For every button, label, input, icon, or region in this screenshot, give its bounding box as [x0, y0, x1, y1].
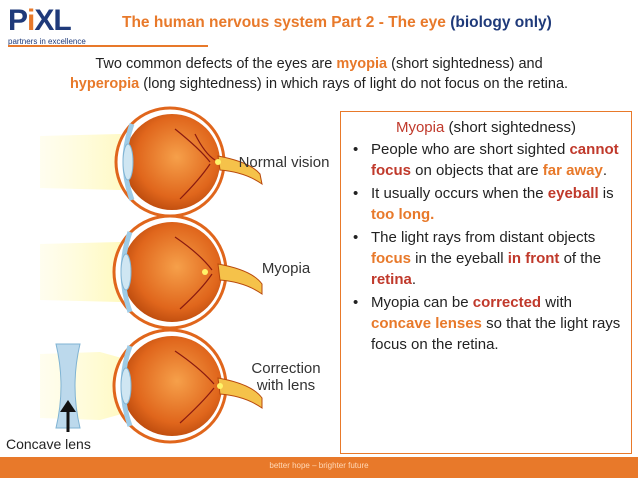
list-item: • People who are short sighted cannot foc… [349, 139, 623, 181]
myopia-bullet-list: • People who are short sighted cannot foc… [349, 139, 623, 355]
b3-t2: in the eyeball [411, 250, 508, 267]
box-title: Myopia (short sightedness) [349, 118, 623, 138]
page-title: The human nervous system Part 2 - The ey… [122, 14, 552, 32]
intro-myopia: myopia [336, 56, 388, 72]
b1-k1: cannot focus [371, 141, 619, 179]
logo-letter-p: P [8, 4, 28, 37]
logo-tagline: partners in excellence [8, 37, 86, 46]
bullet-icon: • [353, 185, 359, 202]
list-item: • The light rays from distant objects foc… [349, 227, 623, 290]
b4-t1: Myopia can be [371, 294, 473, 311]
bullet-icon: • [353, 229, 359, 246]
correction-eye-illustration [40, 328, 263, 444]
normal-eye-illustration [40, 106, 263, 218]
b4-t2: with [541, 294, 572, 311]
title-suffix: (biology only) [450, 14, 552, 31]
b4-k1: corrected [472, 294, 542, 311]
footer-tagline: better hope – brighter future [269, 461, 369, 470]
box-title-rest: (short sightedness) [444, 119, 577, 136]
footer-bar: better hope – brighter future [0, 457, 638, 478]
bullet-icon: • [353, 294, 359, 311]
up-arrow-icon [60, 400, 76, 432]
title-main: The human nervous system Part 2 - The ey… [122, 14, 451, 31]
pixl-logo: PiXL partners in excellence [8, 6, 118, 50]
intro-text-3: (long sightedness) in which rays of ligh… [139, 76, 569, 92]
list-item: • Myopia can be corrected with concave le… [349, 292, 623, 355]
b2-k2: too long. [371, 206, 435, 223]
b3-k1: focus [371, 250, 412, 267]
b2-k1: eyeball [547, 185, 599, 202]
intro-text-1: Two common defects of the eyes are [95, 56, 337, 72]
b3-k2: in front [507, 250, 560, 267]
b3-k3: retina [371, 271, 412, 288]
label-correction-line1: Correction [251, 360, 321, 377]
label-normal-vision: Normal vision [238, 154, 330, 171]
intro-hyperopia: hyperopia [69, 76, 140, 92]
intro-paragraph: Two common defects of the eyes are myopi… [6, 54, 632, 94]
label-concave-lens: Concave lens [6, 436, 91, 452]
logo-letters-xl: XL [34, 4, 71, 37]
b2-t1: It usually occurs when the [371, 185, 548, 202]
b4-t3: so that the light rays focus on the reti… [371, 315, 621, 353]
logo-letter-i: i [27, 4, 35, 37]
b1-t3: . [602, 162, 607, 179]
title-divider [8, 45, 208, 47]
logo-wordmark: PiXL [8, 6, 118, 36]
b4-k2: concave lenses [371, 315, 482, 332]
b3-t3: of the [559, 250, 602, 267]
myopia-eye-illustration [40, 214, 263, 330]
list-item: • It usually occurs when the eyeball is t… [349, 183, 623, 225]
myopia-info-box: Myopia (short sightedness) • People who a… [340, 111, 632, 454]
box-title-key: Myopia [395, 119, 445, 136]
intro-text-2: (short sightedness) and [387, 56, 543, 72]
b3-t4: . [411, 271, 417, 288]
b1-t2: on objects that are [411, 162, 543, 179]
eye-diagrams [40, 106, 263, 444]
bullet-icon: • [353, 141, 359, 158]
label-correction-line2: with lens [256, 377, 316, 394]
b3-t1: The light rays from distant objects [371, 229, 596, 246]
b2-t2: is [598, 185, 614, 202]
label-myopia: Myopia [261, 260, 311, 277]
b1-k2: far away [542, 162, 603, 179]
concave-lens-shape [55, 343, 81, 429]
b1-t1: People who are short sighted [371, 141, 570, 158]
